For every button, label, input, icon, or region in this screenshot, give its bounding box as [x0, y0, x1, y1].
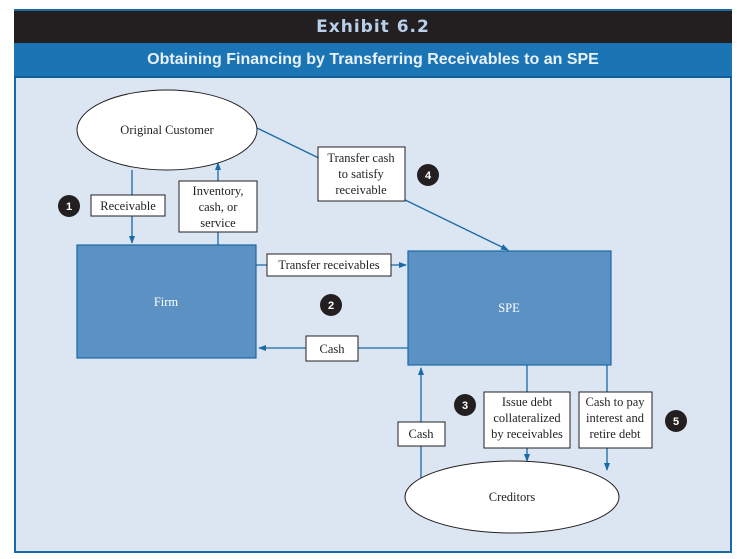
label-issue-debt: Issue debt collateralized by receivables	[483, 391, 571, 449]
label-line: by receivables	[491, 427, 563, 441]
label-cash-to-pay: Cash to pay interest and retire debt	[578, 391, 653, 449]
node-label: Creditors	[489, 490, 536, 504]
label-line: Cash to pay	[585, 395, 645, 409]
step-number: 5	[673, 416, 679, 428]
label-line: Transfer receivables	[278, 258, 379, 272]
label-line: receivable	[335, 183, 387, 197]
label-line: retire debt	[589, 427, 641, 441]
step-number: 2	[328, 300, 334, 312]
label-transfer-cash: Transfer cash to satisfy receivable	[317, 146, 406, 202]
step-marker-3: 3	[454, 394, 476, 416]
step-marker-1: 1	[58, 195, 80, 217]
step-marker-5: 5	[665, 410, 687, 432]
label-cash-from-creditors: Cash	[397, 421, 446, 447]
step-number: 1	[66, 201, 72, 213]
node-original-customer: Original Customer	[76, 89, 258, 171]
label-line: interest and	[586, 411, 645, 425]
node-label: Original Customer	[120, 123, 214, 137]
exhibit-number: Exhibit 6.2	[14, 9, 732, 43]
label-line: Transfer cash	[327, 151, 395, 165]
node-firm: Firm	[76, 244, 257, 359]
exhibit-title: Obtaining Financing by Transferring Rece…	[14, 43, 732, 78]
label-line: Issue debt	[502, 395, 553, 409]
step-marker-4: 4	[417, 164, 439, 186]
label-line: service	[200, 216, 236, 230]
step-number: 3	[462, 400, 468, 412]
label-receivable: Receivable	[90, 194, 166, 217]
label-inventory-cash-service: Inventory, cash, or service	[178, 180, 258, 233]
step-number: 4	[425, 170, 432, 182]
node-label: Firm	[154, 295, 179, 309]
label-transfer-receivables: Transfer receivables	[266, 253, 392, 277]
label-line: Cash	[409, 427, 435, 441]
step-marker-2: 2	[320, 294, 342, 316]
node-creditors: Creditors	[404, 460, 620, 534]
label-cash-to-firm: Cash	[305, 335, 359, 362]
node-spe: SPE	[407, 250, 612, 366]
label-line: to satisfy	[338, 167, 384, 181]
label-line: Cash	[320, 342, 346, 356]
label-line: cash, or	[199, 200, 239, 214]
label-line: Inventory,	[193, 184, 244, 198]
label-line: collateralized	[493, 411, 561, 425]
node-label: SPE	[498, 301, 520, 315]
label-line: Receivable	[100, 199, 156, 213]
